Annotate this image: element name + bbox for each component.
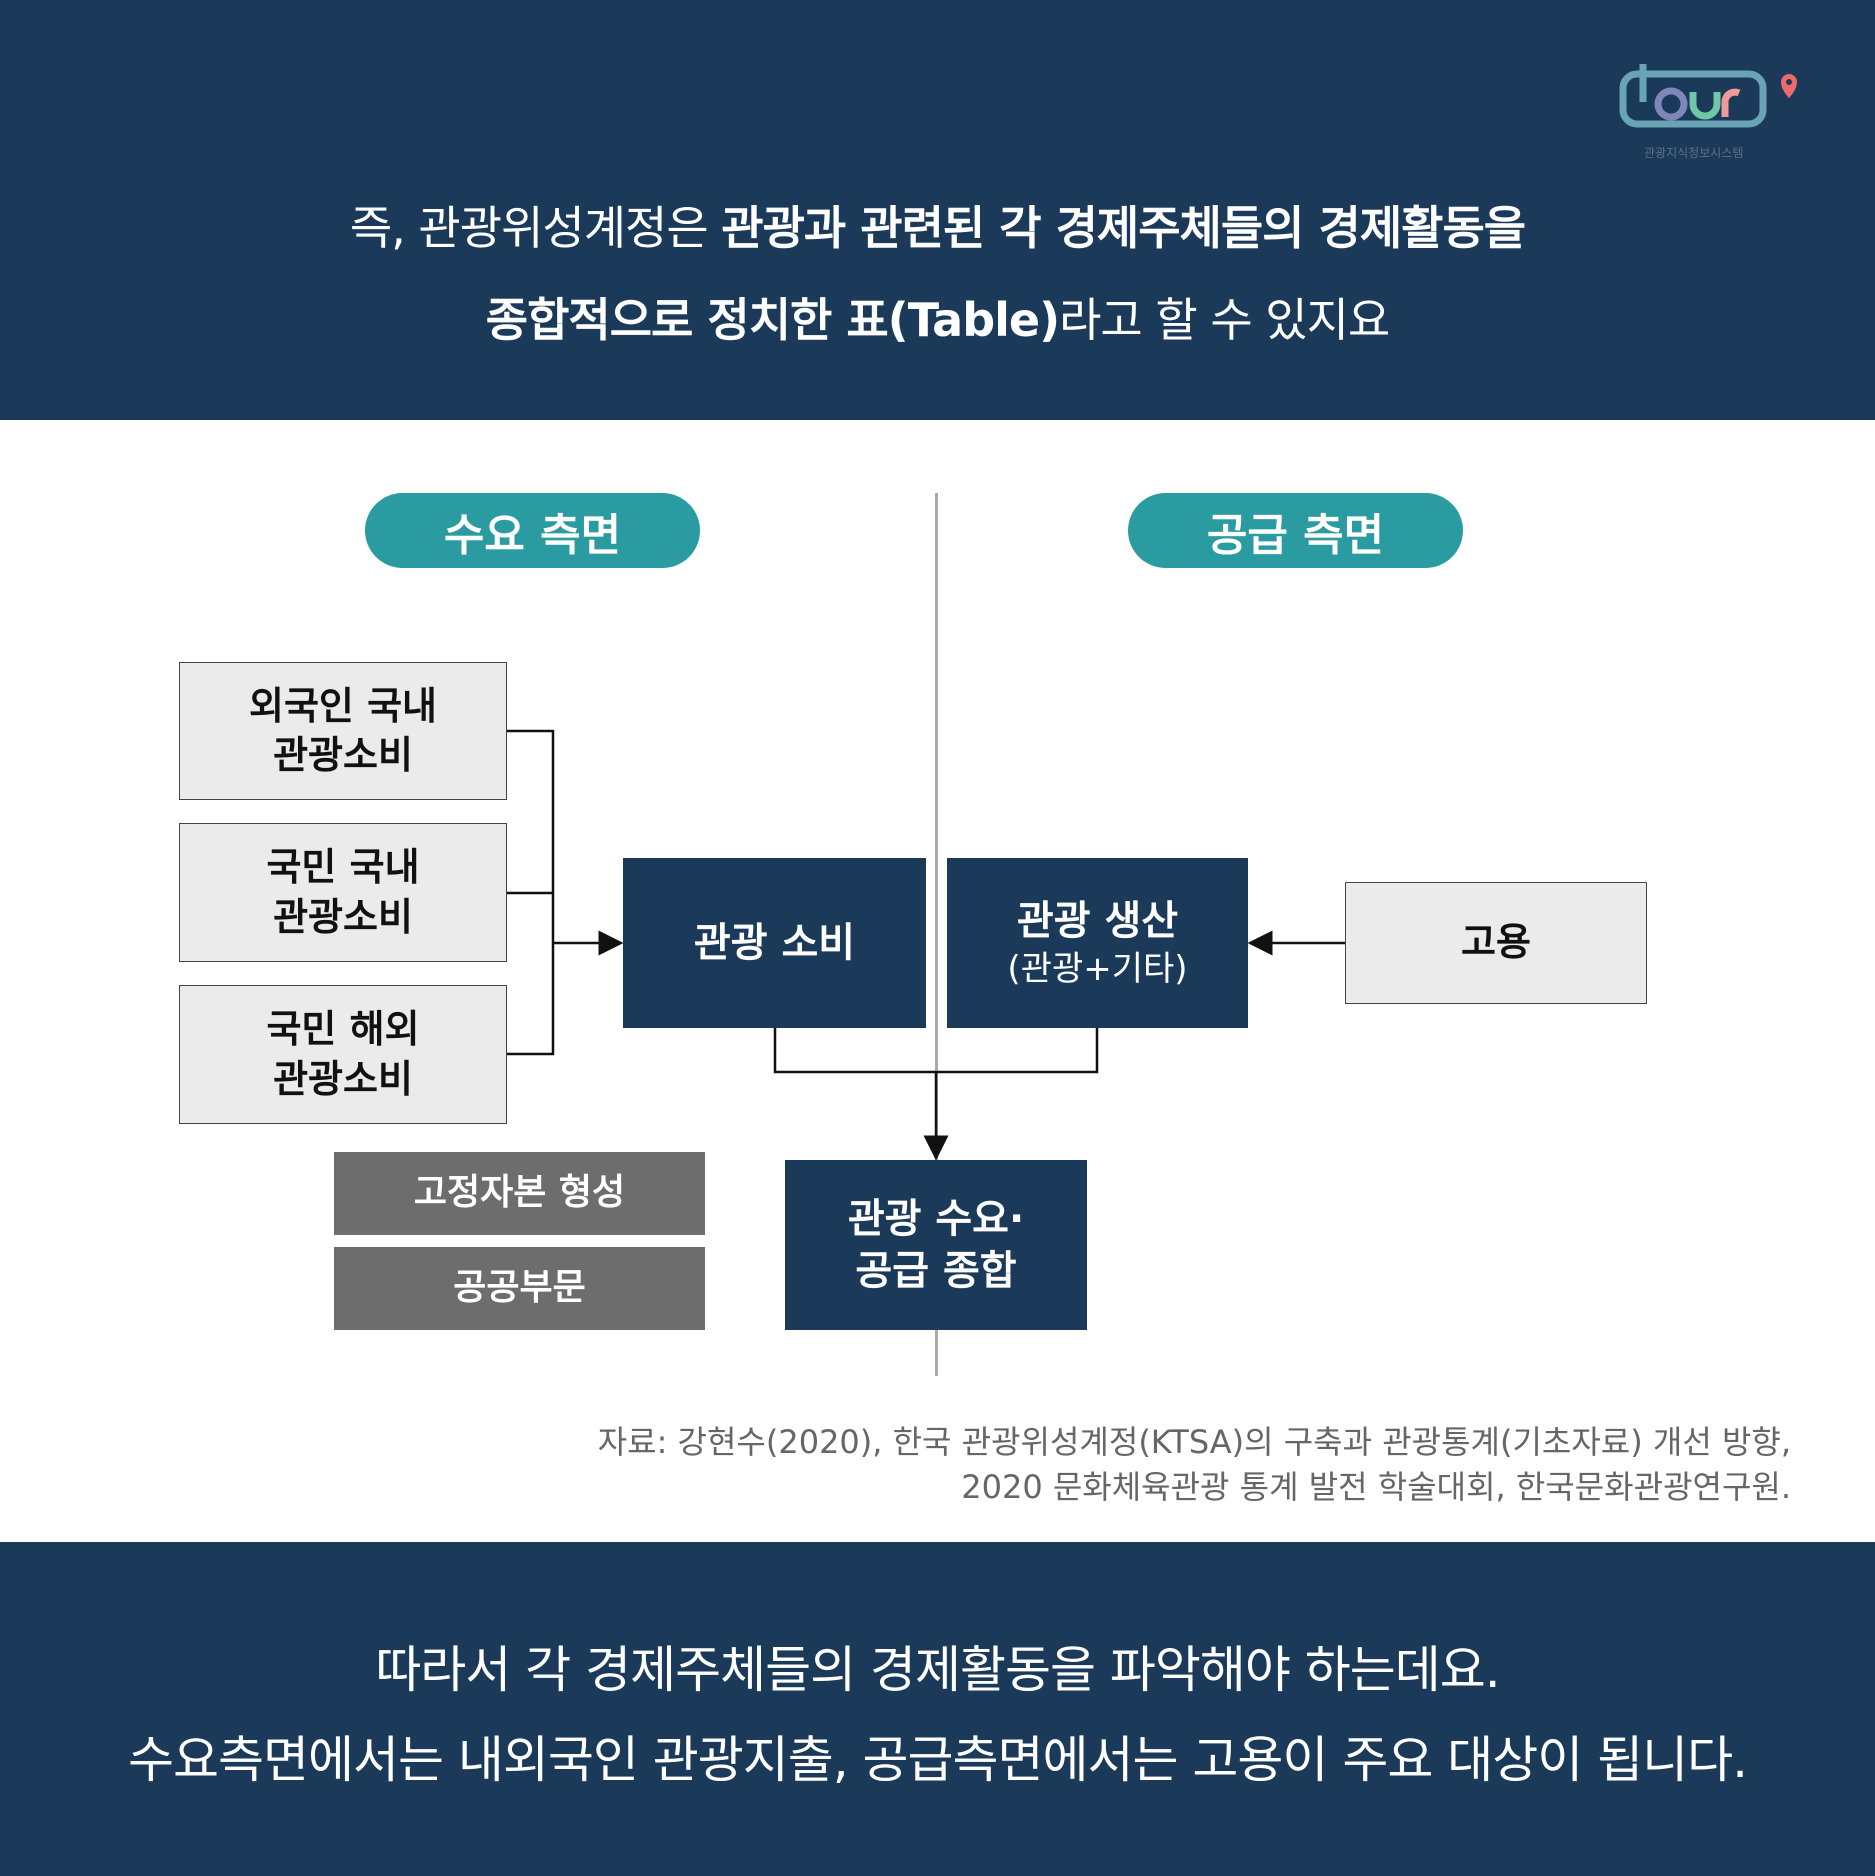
header-band: 관광지식정보시스템 즉, 관광위성계정은 관광과 관련된 각 경제주체들의 경제… [0,0,1875,420]
demand-side-label: 수요 측면 [365,493,700,568]
supply-side-label: 공급 측면 [1128,493,1463,568]
fixed-capital-box: 고정자본 형성 [334,1152,705,1235]
public-sector-box: 공공부문 [334,1247,705,1330]
source-citation: 자료: 강현수(2020), 한국 관광위성계정(KTSA)의 구축과 관광통계… [597,1423,1791,1506]
tourism-consumption-box: 관광 소비 [623,858,926,1028]
header-line-1: 즉, 관광위성계정은 관광과 관련된 각 경제주체들의 경제활동을 [0,192,1875,258]
employment-box: 고용 [1345,882,1647,1004]
combined-demand-supply-box: 관광 수요·공급 종합 [785,1160,1087,1330]
header-bold-text: 종합적으로 정치한 표(Table) [485,293,1060,347]
header-bold-text: 관광과 관련된 각 경제주체들의 경제활동을 [721,201,1526,255]
logo: 관광지식정보시스템 [1619,62,1799,162]
tourism-production-box: 관광 생산(관광+기타) [947,858,1248,1028]
header-text: 라고 할 수 있지요 [1059,293,1390,347]
demand-connector [507,729,555,1056]
footer-band: 따라서 각 경제주체들의 경제활동을 파악해야 하는데요. 수요측면에서는 내외… [0,1542,1875,1876]
footer-line-1: 따라서 각 경제주체들의 경제활동을 파악해야 하는데요. [375,1641,1500,1699]
logo-icon [1619,64,1797,128]
logo-subtitle: 관광지식정보시스템 [1644,146,1744,160]
footer-line-2: 수요측면에서는 내외국인 관광지출, 공급측면에서는 고용이 주요 대상이 됩니… [127,1731,1748,1789]
header-text: 즉, 관광위성계정은 [349,201,722,255]
header-line-2: 종합적으로 정치한 표(Table)라고 할 수 있지요 [0,284,1875,350]
divider-line [935,493,938,1376]
